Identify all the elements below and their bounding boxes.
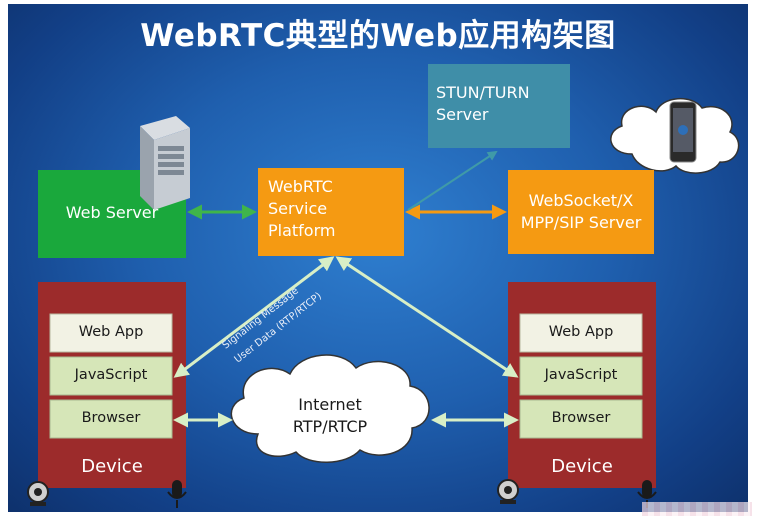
websocket-label: WebSocket/X MPP/SIP Server: [508, 190, 654, 234]
server-icon: [140, 116, 190, 210]
left-webapp-label: Web App: [78, 324, 144, 340]
microphone-icon-left: [167, 480, 187, 508]
websocket-label-line1: WebSocket/X: [528, 191, 634, 210]
page-title: WebRTC典型的Web应用构架图: [140, 18, 616, 54]
web-server-label: Web Server: [65, 203, 159, 222]
left-browser-label: Browser: [81, 410, 141, 426]
microphone-icon-right: [637, 480, 657, 508]
right-webapp-label: Web App: [548, 324, 614, 340]
watermark: [642, 502, 752, 516]
right-javascript-label: JavaScript: [544, 367, 618, 383]
right-browser-label: Browser: [551, 410, 611, 426]
arrow-platform-stun: [407, 150, 498, 211]
webcam-icon-right: [497, 479, 519, 504]
diagram-canvas: [27, 64, 740, 508]
websocket-label-line2: MPP/SIP Server: [520, 213, 642, 232]
stun-turn-box: [428, 64, 570, 148]
platform-label: WebRTC Service Platform: [268, 176, 335, 242]
platform-label-line1: WebRTC: [268, 177, 333, 196]
platform-label-line3: Platform: [268, 221, 336, 240]
stun-turn-label: STUN/TURN Server: [436, 82, 530, 126]
internet-cloud-label: Internet RTP/RTCP: [270, 394, 390, 438]
phone-icon: [669, 101, 697, 163]
diagram-slide: WebRTC典型的Web应用构架图 Web Server WebRTC Serv…: [8, 4, 748, 512]
stun-label-line1: STUN/TURN: [436, 83, 530, 102]
webcam-icon-left: [27, 481, 49, 506]
stun-label-line2: Server: [436, 105, 489, 124]
platform-label-line2: Service: [268, 199, 328, 218]
platform-box: [258, 168, 404, 256]
left-device-label: Device: [81, 456, 143, 477]
left-javascript-label: JavaScript: [74, 367, 148, 383]
websocket-box: [508, 170, 654, 254]
arrow-platform-right-device: [335, 256, 519, 378]
cloud-label-line2: RTP/RTCP: [292, 417, 368, 436]
cloud-label-line1: Internet: [298, 395, 362, 414]
arrow-platform-left-device: [173, 256, 335, 378]
right-device-label: Device: [551, 456, 613, 477]
